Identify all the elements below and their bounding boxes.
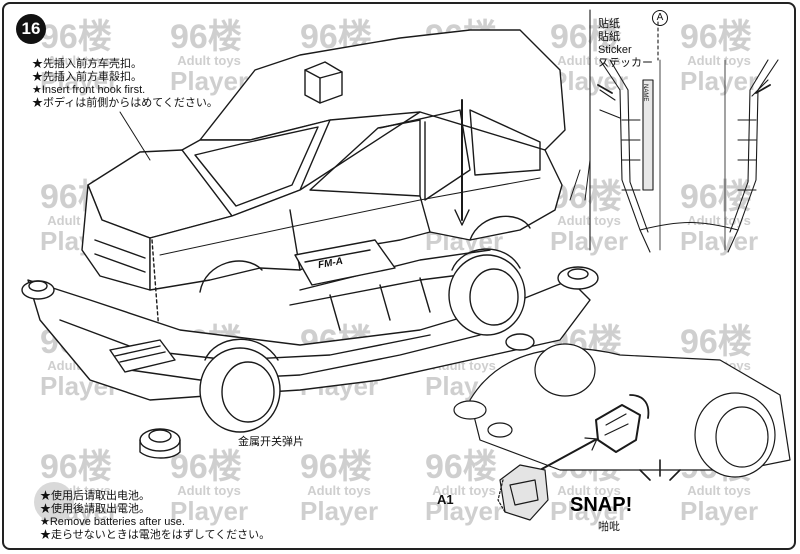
- note-line: ★Remove batteries after use.: [40, 516, 185, 528]
- sticker-detail-view: [589, 9, 779, 253]
- watermark-brand: 96楼: [40, 18, 112, 56]
- battery-icon: [34, 482, 74, 522]
- sticker-name-tag: NAME: [642, 84, 648, 102]
- watermark-sub: Adult toys: [557, 53, 621, 68]
- watermark-brand: 96楼: [300, 448, 372, 486]
- note-line: ★走らせないときは電池をはずしてください。: [40, 529, 271, 541]
- watermark-sub: Adult toys: [687, 483, 751, 498]
- watermark-player: Player: [300, 496, 379, 526]
- note-line: ★使用後請取出電池。: [40, 503, 150, 515]
- watermark-player: Player: [680, 226, 759, 256]
- car-body-shell: [81, 29, 566, 353]
- step-number-badge: 16: [16, 14, 46, 44]
- watermark-brand: 96楼: [550, 18, 622, 56]
- note-line: ★ボディは前側からはめてください。: [32, 97, 218, 109]
- watermark-player: Player: [425, 496, 504, 526]
- sticker-line: 貼紙: [598, 31, 620, 43]
- watermark-player: Player: [170, 66, 249, 96]
- remove-batteries-note: ★使用后请取出电池。 ★使用後請取出電池。 ★Remove batteries …: [40, 490, 270, 542]
- watermark-brand: 96楼: [680, 323, 752, 361]
- note-line: ★使用后请取出电池。: [40, 490, 150, 502]
- rear-wheel-detail: [569, 159, 591, 201]
- watermark-sub: Adult toys: [687, 53, 751, 68]
- watermark-player: Player: [550, 226, 629, 256]
- watermark-sub: Adult toys: [432, 483, 496, 498]
- insert-front-hook-note: ★先插入前方车壳扣。 ★先插入前方車殼扣。 ★Insert front hook…: [32, 58, 218, 110]
- note-line: ★先插入前方车壳扣。: [32, 58, 142, 70]
- chassis-frame: [21, 239, 599, 459]
- part-a1-clip: [497, 464, 549, 521]
- sticker-marker: A: [652, 10, 668, 26]
- watermark-player: Player: [170, 496, 249, 526]
- metal-switch-label: 金属开关弹片: [238, 436, 304, 448]
- watermark-brand: 96楼: [170, 448, 242, 486]
- note-line: ★先插入前方車殼扣。: [32, 71, 142, 83]
- watermark-player: Player: [680, 496, 759, 526]
- part-a1-label: A1: [437, 492, 454, 507]
- snap-sound-label: 啪吡: [598, 521, 620, 533]
- watermark-sub: Adult toys: [307, 483, 371, 498]
- watermark-brand: 96楼: [40, 448, 112, 486]
- snap-detail-view: [453, 343, 791, 521]
- watermark-player: Player: [550, 496, 629, 526]
- watermark-sub: Adult toys: [177, 53, 241, 68]
- watermark-sub: Adult toys: [557, 213, 621, 228]
- sticker-line: 贴纸: [598, 18, 620, 30]
- snap-label: SNAP!: [570, 494, 633, 516]
- watermark-brand: 96楼: [425, 448, 497, 486]
- watermark-sub: Adult toys: [177, 483, 241, 498]
- watermark-player: Player: [40, 66, 119, 96]
- note-line: ★Insert front hook first.: [32, 84, 146, 96]
- sticker-line: ステッカー: [598, 57, 653, 69]
- sticker-line: Sticker: [598, 44, 632, 56]
- watermark-player: Player: [680, 66, 759, 96]
- watermark-player: Player: [550, 66, 629, 96]
- watermark-brand: 96楼: [680, 178, 752, 216]
- watermark-sub: Adult toys: [47, 53, 111, 68]
- watermark-brand: 96楼: [680, 18, 752, 56]
- watermark-brand: 96楼: [170, 18, 242, 56]
- watermark-sub: Adult toys: [557, 483, 621, 498]
- sticker-callout-label: 贴纸 貼紙 Sticker ステッカー: [598, 18, 653, 70]
